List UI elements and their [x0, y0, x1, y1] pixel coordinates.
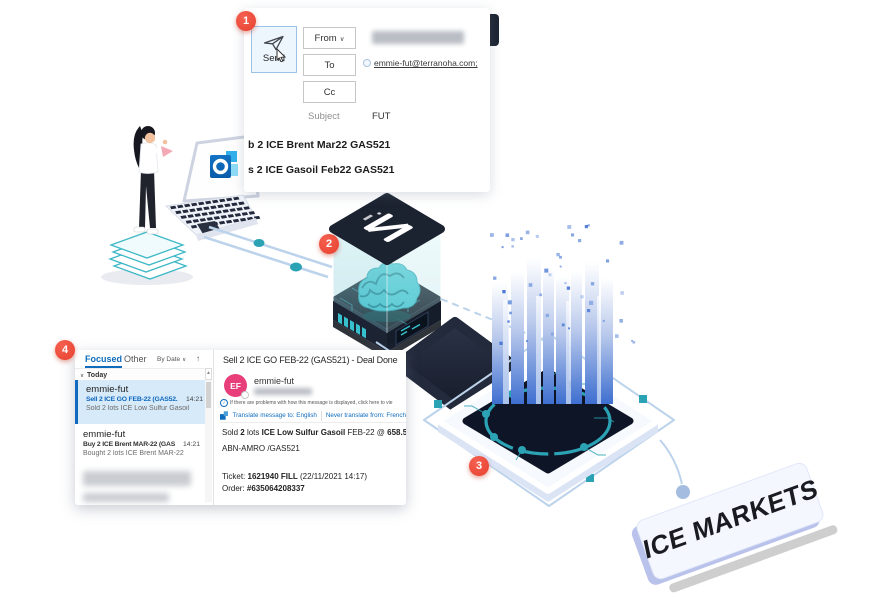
- tab-focused[interactable]: Focused: [85, 354, 123, 368]
- step-badge-2: 2: [319, 234, 339, 254]
- send-icon: [263, 35, 284, 51]
- torso: [138, 142, 159, 174]
- message-title: Sell 2 ICE GO FEB-22 (GAS521) - Deal Don…: [223, 355, 398, 365]
- mail-subject: Sell 2 ICE GO FEB-22 (GAS52...: [86, 396, 178, 403]
- to-recipient-field[interactable]: emmie-fut@terranoha.com;: [363, 58, 478, 68]
- from-button[interactable]: From ∨: [303, 27, 356, 49]
- tab-other[interactable]: Other: [124, 354, 147, 364]
- step-badge-1: 1: [236, 11, 256, 31]
- connector-endpoint: [676, 485, 690, 499]
- sort-by-dropdown[interactable]: By Date ∨: [157, 356, 186, 363]
- mail-sender: emmie-fut: [86, 384, 129, 395]
- compose-body-line-1[interactable]: b 2 ICE Brent Mar22 GAS521: [248, 139, 391, 151]
- mail-sender: emmie-fut: [83, 429, 126, 440]
- terranoha-logo: [362, 212, 413, 242]
- mail-time: 14:21: [185, 396, 203, 403]
- from-label: From: [314, 32, 337, 44]
- cursor-icon: [276, 48, 287, 62]
- inbox-list-pane: Focused Other By Date ∨ ↑ ∨ Today emmie-…: [75, 350, 214, 505]
- send-button[interactable]: Send: [251, 26, 297, 73]
- send-label: Send: [262, 53, 286, 64]
- mail-list-item-redacted: [83, 471, 191, 486]
- display-pixels: [400, 323, 421, 336]
- legs: [139, 170, 156, 228]
- message-sender[interactable]: emmie-fut: [254, 376, 295, 386]
- led-strip: [338, 313, 366, 339]
- translate-banner: Translate message to: English Never tran…: [220, 409, 406, 423]
- presence-badge: [241, 391, 249, 399]
- counterparty-line: ABN-AMRO /GAS521: [222, 444, 300, 453]
- chevron-down-icon: ∨: [182, 357, 187, 363]
- mail-subject: Buy 2 ICE Brent MAR-22 (GAS5...: [83, 441, 175, 448]
- chevron-down-icon: ∨: [339, 35, 345, 43]
- platform-stack: [108, 231, 188, 280]
- email-compose-window: Send From ∨ To emmie-fut@terranoha.com; …: [244, 8, 490, 192]
- mail-list-item[interactable]: emmie-fut Buy 2 ICE Brent MAR-22 (GAS5..…: [75, 425, 206, 465]
- ice-markets-sign: ICE MARKETS: [631, 462, 838, 593]
- sign-shadow: [669, 525, 838, 593]
- subject-label: Subject: [308, 111, 340, 122]
- divider: [320, 410, 322, 421]
- network-node: [586, 474, 594, 482]
- network-node: [639, 395, 647, 403]
- ai-brain-box: [329, 193, 445, 359]
- outlook-mail-window: Focused Other By Date ∨ ↑ ∨ Today emmie-…: [75, 350, 406, 505]
- list-scrollbar[interactable]: ▲: [205, 368, 212, 502]
- paper-plane-pink: [161, 146, 173, 157]
- step-badge-4: 4: [55, 340, 75, 360]
- data-bars: [492, 258, 613, 404]
- to-label: To: [324, 59, 335, 71]
- keyboard-keys: [170, 196, 261, 229]
- outlook-logo-icon: [210, 151, 238, 178]
- sender-email-redacted: [254, 388, 312, 395]
- deal-summary-line: Sold 2 lots ICE Low Sulfur Gasoil FEB-22…: [222, 428, 406, 437]
- presence-circle-icon: [363, 59, 371, 67]
- connector-node: [290, 262, 302, 272]
- step-badge-3: 3: [469, 456, 489, 476]
- scrollbar-thumb[interactable]: [206, 382, 211, 408]
- network-node: [434, 400, 442, 408]
- info-text: If there are problems with how this mess…: [230, 400, 393, 406]
- never-translate-link[interactable]: Never translate from: French: [325, 412, 406, 419]
- data-scatter-dots: [490, 224, 636, 345]
- mail-time: 14:21: [182, 441, 200, 448]
- sort-direction-icon[interactable]: ↑: [196, 354, 200, 363]
- laptop-front-edge: [196, 218, 258, 241]
- connector-node: [253, 239, 265, 247]
- info-icon: i: [220, 399, 228, 407]
- today-label: Today: [87, 371, 108, 379]
- chevron-down-icon: ∨: [80, 372, 85, 379]
- display-problems-banner[interactable]: i If there are problems with how this me…: [220, 399, 404, 407]
- scrollbar-up-icon[interactable]: ▲: [205, 368, 212, 380]
- cc-label: Cc: [323, 86, 336, 98]
- from-value-redacted: [372, 31, 464, 44]
- sort-label: By Date: [157, 356, 181, 363]
- to-button[interactable]: To: [303, 54, 356, 76]
- person-figure: [101, 126, 193, 285]
- order-line: Order: #635064208337: [222, 484, 305, 493]
- translate-to-english-link[interactable]: Translate message to: English: [232, 412, 317, 419]
- mail-list-item-redacted: [83, 493, 169, 502]
- subject-input[interactable]: FUT: [372, 111, 391, 122]
- head: [144, 132, 156, 144]
- connector-to-sign: [659, 439, 683, 485]
- ticket-line: Ticket: 1621940 FILL (22/11/2021 14:17): [222, 472, 367, 481]
- cc-button[interactable]: Cc: [303, 81, 356, 103]
- compose-body-line-2[interactable]: s 2 ICE Gasoil Feb22 GAS521: [248, 164, 395, 176]
- recipient-link[interactable]: emmie-fut@terranoha.com;: [374, 58, 478, 68]
- mail-preview: Sold 2 lots ICE Low Sulfur Gasoil: [86, 405, 190, 412]
- mail-preview: Bought 2 lots ICE Brent MAR-22: [83, 450, 184, 457]
- network-diamond: [423, 333, 690, 507]
- arm: [150, 141, 167, 155]
- translate-icon: [220, 411, 229, 420]
- connector-laptop-to-ai: [203, 225, 333, 279]
- reading-pane: Sell 2 ICE GO FEB-22 (GAS521) - Deal Don…: [214, 350, 406, 505]
- mail-list-item-selected[interactable]: emmie-fut Sell 2 ICE GO FEB-22 (GAS52...…: [75, 380, 209, 424]
